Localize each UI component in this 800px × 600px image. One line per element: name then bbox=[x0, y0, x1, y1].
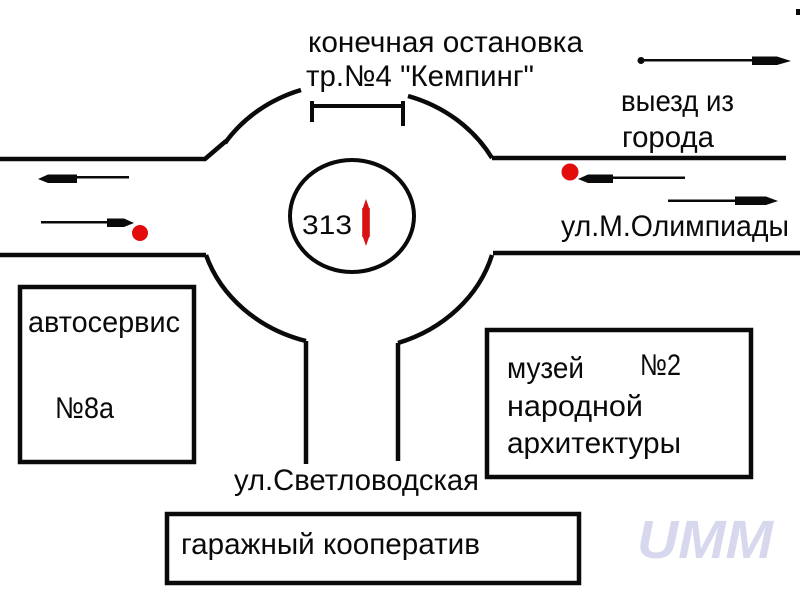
svg-text:народной: народной bbox=[507, 390, 643, 423]
svg-text:UMM: UMM bbox=[637, 510, 774, 570]
svg-text:города: города bbox=[622, 121, 714, 154]
svg-text:№2: №2 bbox=[640, 349, 681, 382]
svg-text:гаражный кооператив: гаражный кооператив bbox=[181, 528, 480, 561]
svg-text:архитектуры: архитектуры bbox=[507, 427, 681, 460]
svg-text:автосервис: автосервис bbox=[28, 306, 180, 339]
svg-text:№8а: №8а bbox=[55, 392, 114, 425]
svg-text:313: 313 bbox=[302, 210, 352, 240]
svg-text:ул.М.Олимпиады: ул.М.Олимпиады bbox=[561, 210, 789, 243]
svg-text:музей: музей bbox=[507, 352, 584, 385]
svg-text:выезд из: выезд из bbox=[621, 85, 734, 118]
svg-text:тр.№4 "Кемпинг": тр.№4 "Кемпинг" bbox=[306, 60, 534, 93]
svg-text:ул.Светловодская: ул.Светловодская bbox=[234, 464, 479, 497]
svg-text:конечная остановка: конечная остановка bbox=[308, 26, 583, 59]
